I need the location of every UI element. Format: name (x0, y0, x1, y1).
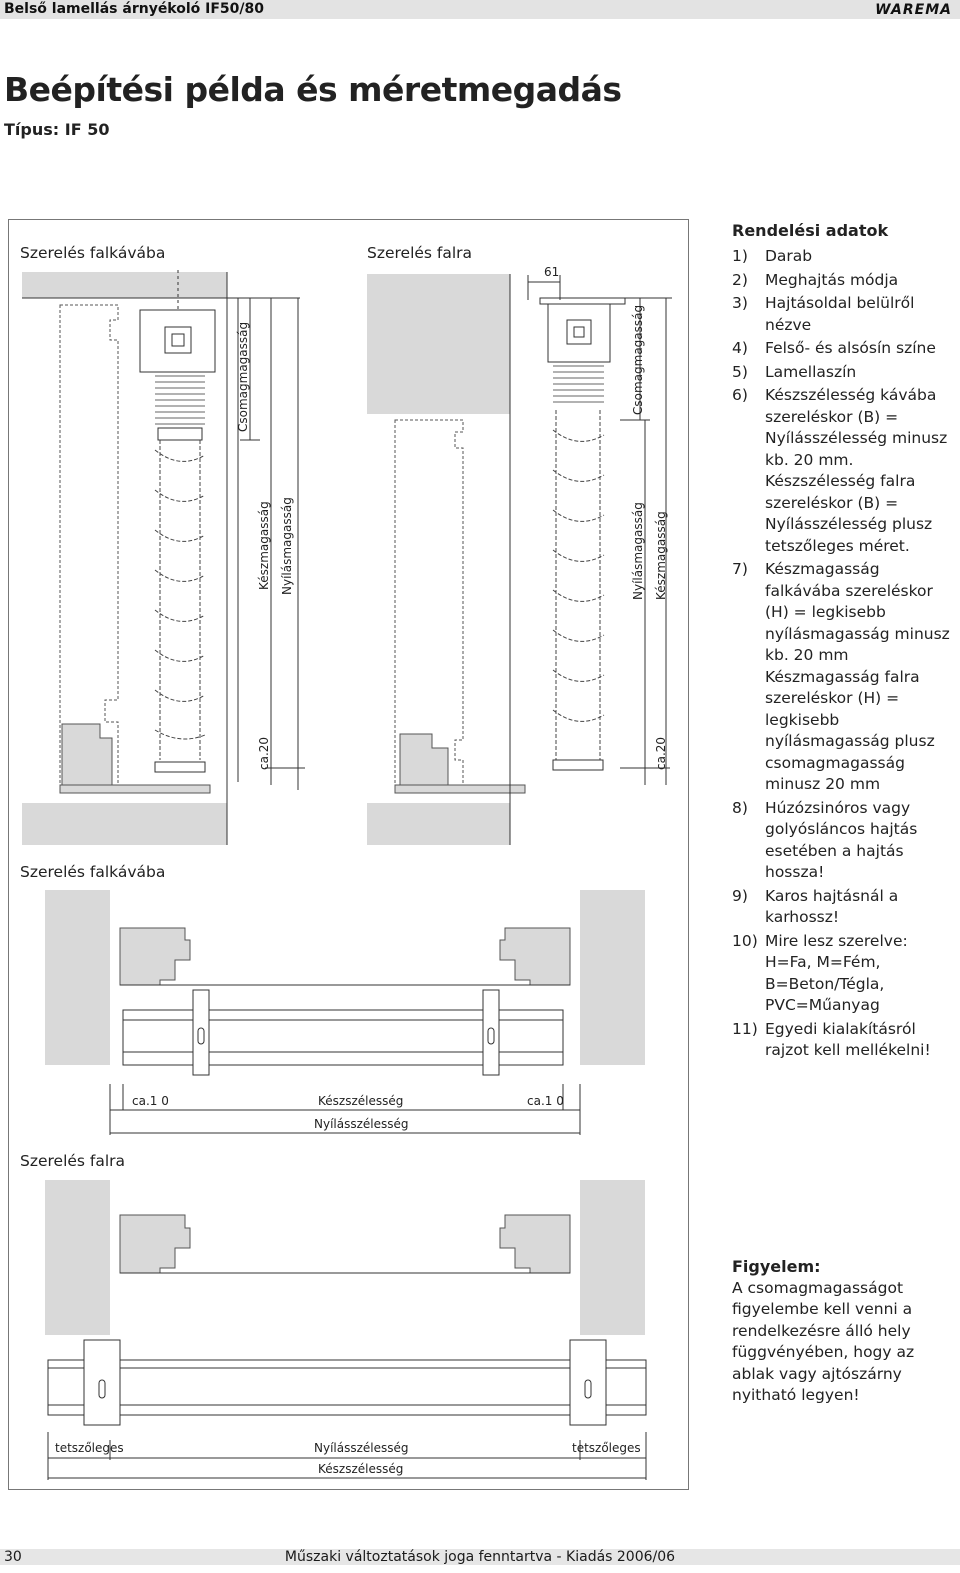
footer-note: Műszaki változtatások joga fenntartva - … (284, 1549, 676, 1565)
order-data-title: Rendelési adatok (732, 221, 889, 240)
list-item: 3)Hajtásoldal belülről nézve (732, 294, 915, 334)
label-on-wall-plan: Szerelés falra (20, 1152, 126, 1170)
list-item: 8)Húzózsinóros vagy golyósláncos hajtás … (732, 798, 918, 882)
dim-finished-height-2: Készmagasság (654, 511, 668, 600)
order-data-list: 1)Darab 2)Meghajtás módja 3)Hajtásoldal … (732, 246, 958, 1062)
dim-finished-width-1: Készszélesség (318, 1094, 404, 1108)
dim-opening-width-2: Nyílásszélesség (314, 1441, 409, 1455)
wall-right-3 (580, 1180, 645, 1335)
dim-61: 61 (544, 265, 560, 279)
drawing-frame (8, 219, 689, 1490)
wall-block-bottom (367, 803, 510, 845)
label-wall-recess-top: Szerelés falkávába (20, 244, 166, 262)
window-frame-1 (59, 304, 119, 786)
list-item: 10)Mire lesz szerelve: H=Fa, M=Fém, B=Be… (732, 931, 908, 1015)
wall-block-top (367, 274, 510, 414)
wall-left-3 (45, 1180, 110, 1335)
warning-title: Figyelem: (732, 1257, 821, 1276)
order-data-section: Rendelési adatok 1)Darab 2)Meghajtás mód… (732, 221, 958, 1064)
window-frame-2 (394, 419, 464, 786)
dim-package-height-2: Csomagmagasság (631, 304, 645, 415)
wall-right-2 (580, 890, 645, 1065)
dim-package-height-1: Csomagmagasság (236, 321, 250, 432)
dim-ca20-2: ca.20 (654, 736, 668, 770)
list-item: 4)Felső- és alsósín színe (732, 339, 936, 357)
label-wall-recess-plan: Szerelés falkávába (20, 863, 166, 881)
ceiling-block-1 (22, 272, 227, 298)
list-item: 9)Karos hajtásnál a karhossz! (732, 886, 899, 927)
dim-ca10-right: ca.1 0 (527, 1094, 564, 1108)
wall-left-2 (45, 890, 110, 1065)
footer-bar: 30 Műszaki változtatások joga fenntartva… (0, 1549, 960, 1565)
dim-arbitrary-left: tetszőleges (55, 1441, 124, 1455)
header-bar: Belső lamellás árnyékoló IF50/80 WAREMA (0, 0, 960, 19)
list-item: 7)Készmagasság falkávába szereléskor (H)… (732, 560, 950, 793)
floor-block-1 (22, 803, 227, 845)
dim-opening-width-1: Nyílásszélesség (314, 1117, 409, 1131)
warning-note: Figyelem: A csomagmagasságot figyelembe … (732, 1256, 958, 1407)
warning-text: A csomagmagasságot figyelembe kell venni… (732, 1278, 915, 1405)
header-title: Belső lamellás árnyékoló IF50/80 (4, 1, 265, 17)
dim-arbitrary-right: tetszőleges (572, 1441, 641, 1455)
page-subtitle: Típus: IF 50 (4, 120, 110, 139)
dim-opening-height-2: Nyílásmagasság (631, 502, 645, 600)
list-item: 5)Lamellaszín (732, 362, 857, 381)
label-on-wall-top: Szerelés falra (367, 244, 473, 262)
list-item: 1)Darab (732, 247, 813, 265)
dim-opening-height-1: Nyílásmagasság (280, 497, 294, 595)
brand-logo: WAREMA (875, 2, 952, 18)
list-item: 2)Meghajtás módja (732, 270, 899, 289)
dim-ca20-1: ca.20 (257, 736, 271, 770)
list-item: 11)Egyedi kialakításról rajzot kell mell… (732, 1019, 931, 1060)
page-title: Beépítési példa és méretmegadás (4, 70, 622, 109)
list-item: 6)Készszélesség kávába szereléskor (B) =… (732, 386, 948, 555)
dim-finished-height-1: Készmagasság (257, 501, 271, 590)
head-rail-plan-2 (47, 1359, 647, 1416)
page-number: 30 (4, 1549, 22, 1565)
dim-ca10-left: ca.1 0 (132, 1094, 169, 1108)
dim-finished-width-2: Készszélesség (318, 1462, 404, 1476)
